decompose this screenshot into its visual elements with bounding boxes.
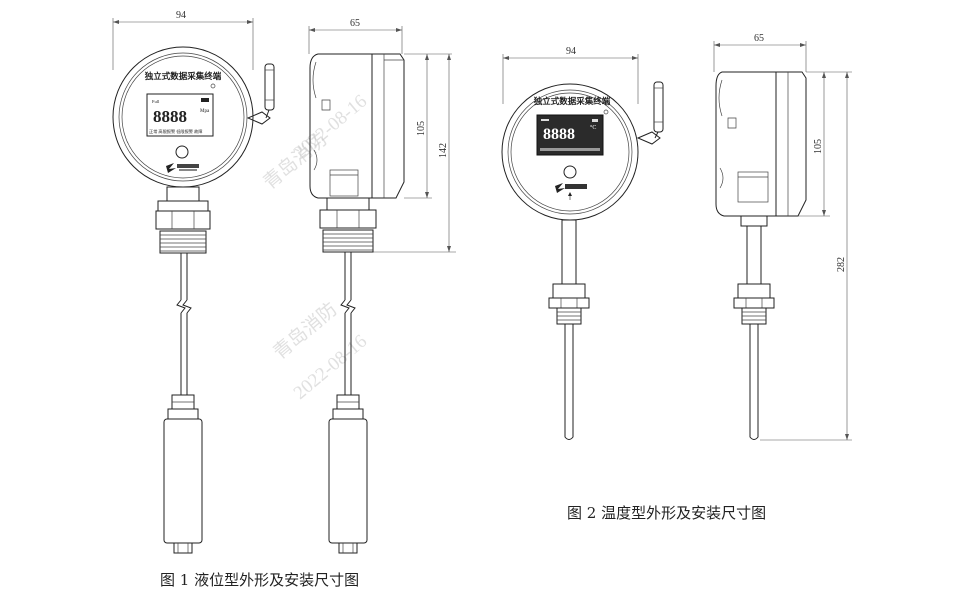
fig2-lcd-unit: °C [590, 124, 596, 131]
fig2-button [563, 165, 577, 179]
fig2-dim-head-height: 105 [813, 139, 824, 154]
fig1-logo-icon [166, 163, 176, 173]
fig2-front-view: 94 独立式数据采集终端 8888 °C [501, 46, 664, 440]
fig1-device-title: 独立式数据采集终端 [144, 71, 222, 81]
fig2-side-view: 65 105 282 [713, 33, 852, 441]
fig1-lcd-digits: 8888 [153, 107, 187, 126]
fig1-front-view: 94 独立式数据采集终端 Full 8888 Mpa 正常 高限报警 低限报警 … [112, 10, 275, 554]
watermark-layer: 青岛消防 2022-08-16 青岛消防 2022-08-16 [259, 91, 371, 404]
fig1-lcd-unit: Mpa [200, 109, 210, 114]
fig2-dim-width: 94 [566, 46, 576, 57]
fig1-side-thread [323, 233, 373, 251]
fig2-thread [557, 311, 581, 321]
fig1-dim-head-height: 105 [416, 121, 427, 136]
fig2-logo-icon [555, 183, 565, 193]
fig1-side-view: 65 105 142 [308, 18, 456, 554]
fig1-button [175, 145, 189, 159]
fig1-caption: 图 1 液位型外形及安装尺寸图 [160, 571, 360, 589]
fig1-thread [160, 234, 206, 252]
fig1-dim-total-height: 142 [438, 143, 449, 158]
fig1-lcd-bottom: 正常 高限报警 低限报警 故障 [149, 128, 202, 135]
watermark-date: 2022-08-16 [290, 91, 371, 164]
fig2-device-title: 独立式数据采集终端 [533, 96, 611, 106]
fig2-lcd-digits: 8888 [543, 126, 575, 143]
fig1-dim-depth: 65 [350, 18, 360, 29]
fig1-lcd-top-label: Full [152, 99, 160, 104]
fig2-caption: 图 2 温度型外形及安装尺寸图 [567, 504, 767, 522]
fig2-dim-depth: 65 [754, 33, 764, 44]
fig2-dim-total-height: 282 [836, 257, 847, 272]
fig2-side-thread [742, 311, 766, 321]
fig1-dim-width: 94 [176, 10, 186, 21]
